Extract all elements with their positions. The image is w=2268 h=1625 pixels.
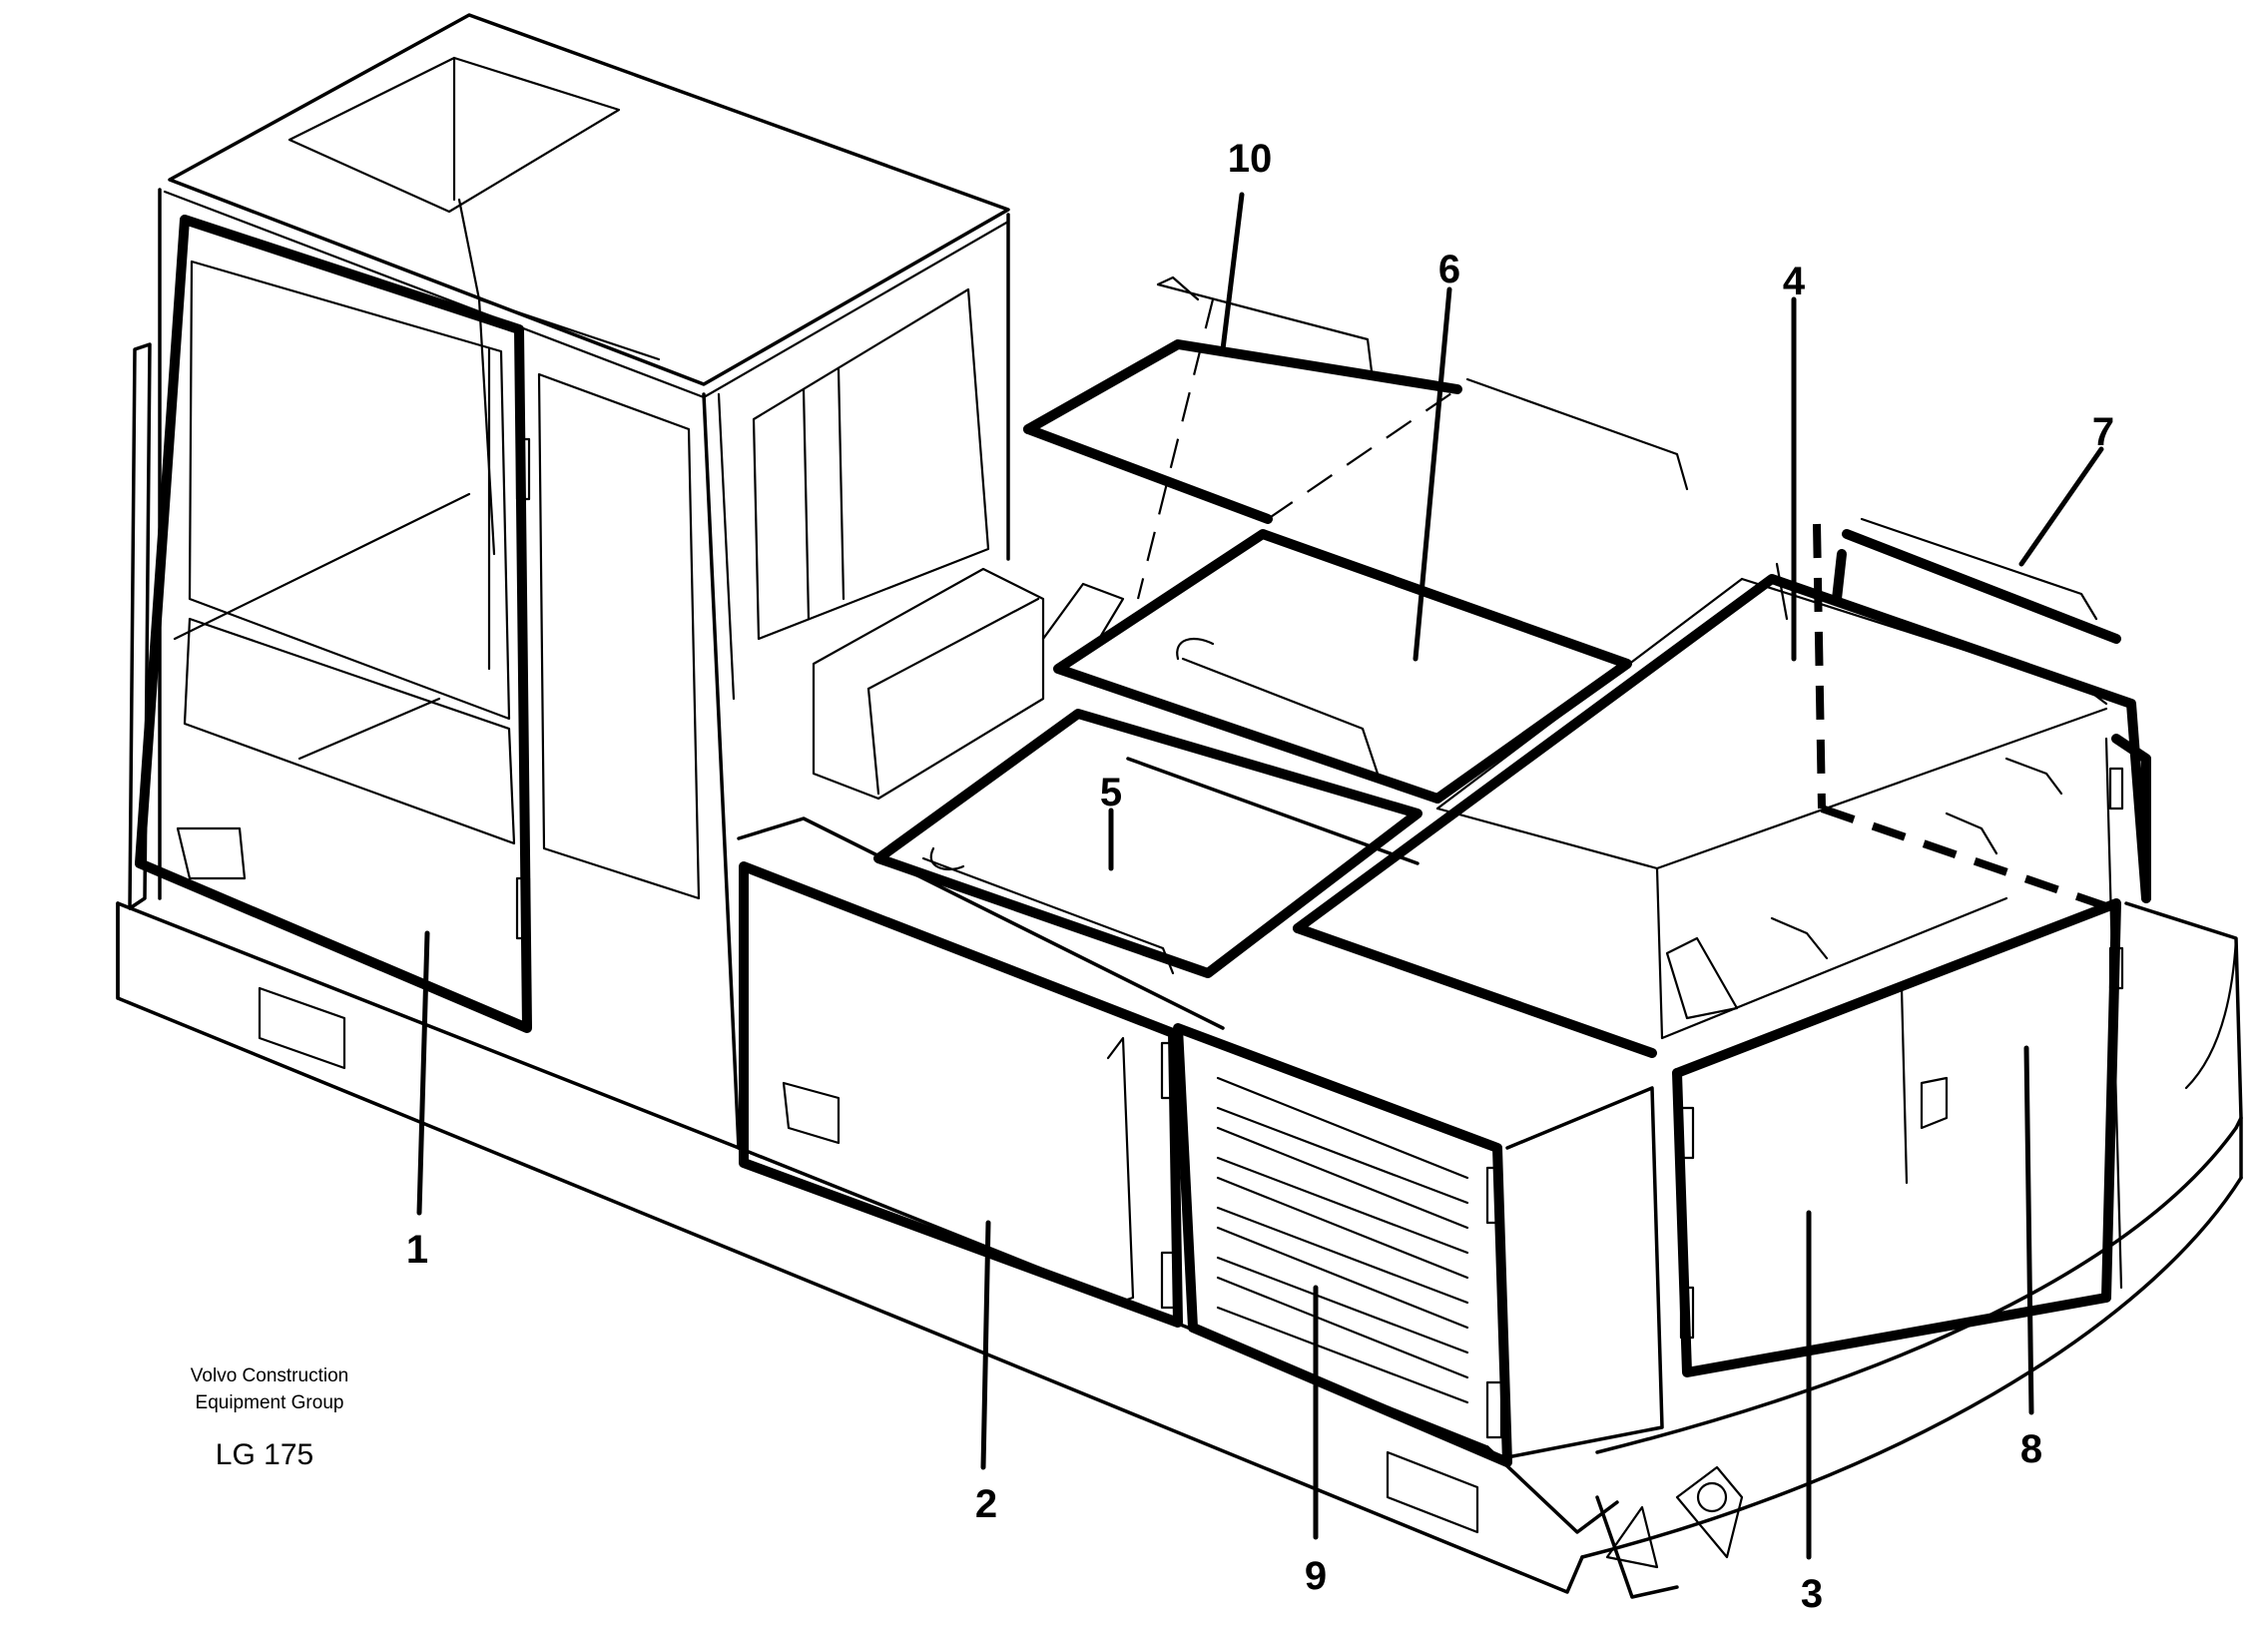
side-door-seal-3 bbox=[1672, 898, 2121, 1377]
rear-housing bbox=[1293, 574, 2151, 1058]
callout-6: 6 bbox=[1438, 248, 1460, 291]
air-filter-box bbox=[812, 567, 1125, 801]
callout-5: 5 bbox=[1100, 771, 1122, 814]
callout-3: 3 bbox=[1801, 1572, 1823, 1616]
door-seal-1 bbox=[135, 215, 532, 1033]
company-name-line1: Volvo Construction bbox=[191, 1365, 348, 1386]
top-panel-5 bbox=[873, 709, 1422, 978]
leader-lines bbox=[416, 192, 2104, 1560]
hidden-seals bbox=[1813, 523, 2128, 917]
callout-1: 1 bbox=[406, 1228, 428, 1272]
callout-7: 7 bbox=[2092, 410, 2114, 454]
company-name-line2: Equipment Group bbox=[196, 1392, 344, 1413]
rear-lid-10 bbox=[1023, 275, 1689, 600]
callout-labels: 1 2 3 4 5 6 7 8 9 10 bbox=[406, 137, 2114, 1616]
side-door-seal-2 bbox=[737, 816, 1225, 1328]
callout-2: 2 bbox=[975, 1482, 997, 1526]
top-lid-7 bbox=[1775, 517, 2121, 644]
operator-cab bbox=[128, 13, 1010, 1150]
figure-code: LG 175 bbox=[216, 1438, 313, 1471]
figure-caption: Volvo Construction Equipment Group LG 17… bbox=[191, 1365, 348, 1471]
callout-10: 10 bbox=[1228, 137, 1273, 181]
callout-8: 8 bbox=[2020, 1427, 2042, 1471]
hood-panel-6 bbox=[1053, 529, 1632, 865]
rear-panel-8 bbox=[2104, 734, 2151, 1290]
grille-door-9 bbox=[1173, 1023, 1664, 1467]
callout-4: 4 bbox=[1783, 260, 1806, 303]
callout-9: 9 bbox=[1305, 1554, 1327, 1598]
